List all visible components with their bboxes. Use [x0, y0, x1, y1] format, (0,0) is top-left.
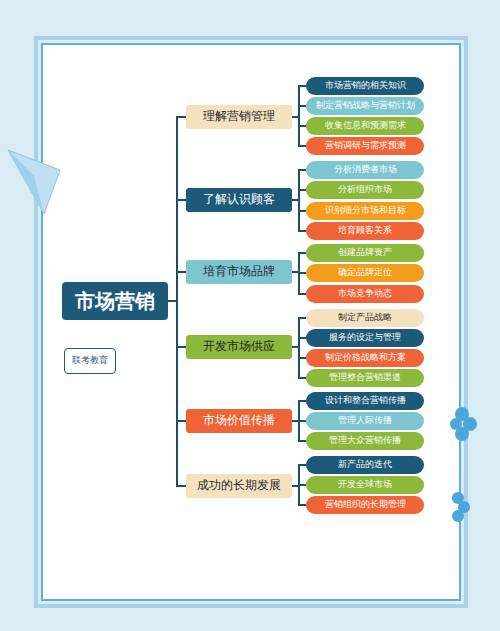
node-label: 联考教育 [72, 356, 108, 366]
node-label: 培育顾客关系 [338, 226, 392, 236]
branch-line [292, 86, 306, 117]
node-label: 管理整合营销渠道 [329, 373, 401, 383]
topic-box: 创建品牌资产 [306, 244, 424, 262]
category-box: 培育市场品牌 [186, 260, 292, 284]
topic-box: 制定价格战略和方案 [306, 349, 424, 367]
topic-box: 分析消费者市场 [306, 161, 424, 179]
outer-frame [36, 38, 466, 606]
node-label: 市场营销的相关知识 [325, 81, 406, 91]
topic-box: 新产品的迭代 [306, 456, 424, 474]
branch-line [168, 272, 186, 301]
category-box: 开发市场供应 [186, 335, 292, 359]
topic-box: 管理整合营销渠道 [306, 369, 424, 387]
branch-line [292, 170, 306, 200]
node-label: 开发市场供应 [203, 340, 275, 353]
topic-box: 识别细分市场和目标 [306, 202, 424, 220]
node-label: 理解营销管理 [203, 110, 275, 123]
panel [42, 44, 460, 600]
node-label: 制定产品战略 [338, 313, 392, 323]
node-label: 管理大众营销传播 [329, 436, 401, 446]
branch-line [292, 421, 306, 441]
node-label: 营销组织的长期管理 [325, 500, 406, 510]
topic-box: 营销调研与需求预测 [306, 137, 424, 155]
category-box: 理解营销管理 [186, 105, 292, 129]
node-label: 市场竞争动态 [338, 289, 392, 299]
node-label: 分析消费者市场 [334, 165, 397, 175]
category-box: 市场价值传播 [186, 409, 292, 433]
branch-line [292, 190, 306, 200]
branch-line [292, 117, 306, 146]
topic-box: 培育顾客关系 [306, 222, 424, 240]
node-label: 确定品牌定位 [338, 268, 392, 278]
branch-line [292, 347, 306, 378]
branch-line [168, 200, 186, 301]
node-label: 了解认识顾客 [203, 193, 275, 206]
branch-line [168, 117, 186, 301]
node-label: 设计和整合营销传播 [325, 396, 406, 406]
topic-box: 市场营销的相关知识 [306, 77, 424, 95]
root-box: 市场营销 [62, 282, 168, 320]
topic-box: 分析组织市场 [306, 181, 424, 199]
node-label: 营销调研与需求预测 [325, 141, 406, 151]
branch-line [168, 301, 186, 486]
node-label: 开发全球市场 [338, 480, 392, 490]
node-label: 管理人际传播 [338, 416, 392, 426]
topic-box: 管理大众营销传播 [306, 432, 424, 450]
paper-plane [8, 150, 60, 214]
branch-line [292, 338, 306, 347]
node-label: 新产品的迭代 [338, 460, 392, 470]
node-label: 市场营销 [75, 290, 155, 312]
flower-decoration [450, 407, 477, 522]
branch-line [292, 465, 306, 486]
branch-line [292, 486, 306, 505]
topic-box: 开发全球市场 [306, 476, 424, 494]
topic-box: 确定品牌定位 [306, 264, 424, 282]
node-label: 制定价格战略和方案 [325, 353, 406, 363]
node-label: 培育市场品牌 [203, 265, 275, 278]
branch-line [292, 106, 306, 117]
branch-line [292, 253, 306, 272]
branch-line [292, 200, 306, 231]
branch-line [292, 401, 306, 421]
topic-box: 设计和整合营销传播 [306, 392, 424, 410]
topic-box: 管理人际传播 [306, 412, 424, 430]
node-label: 服务的设定与管理 [329, 333, 401, 343]
node-label: 收集信息和预测需求 [325, 121, 406, 131]
category-box: 了解认识顾客 [186, 188, 292, 212]
node-label: 制定营销战略与营销计划 [316, 101, 415, 111]
node-label: 成功的长期发展 [197, 479, 281, 492]
node-label: 分析组织市场 [338, 185, 392, 195]
node-label: 创建品牌资产 [338, 248, 392, 258]
topic-box: 制定营销战略与营销计划 [306, 97, 424, 115]
branch-line [292, 272, 306, 294]
topic-box: 服务的设定与管理 [306, 329, 424, 347]
brand-box: 联考教育 [64, 348, 116, 374]
topic-box: 收集信息和预测需求 [306, 117, 424, 135]
branch-line [292, 318, 306, 347]
topic-box: 营销组织的长期管理 [306, 496, 424, 514]
topic-box: 制定产品战略 [306, 309, 424, 327]
topic-box: 市场竞争动态 [306, 285, 424, 303]
node-label: 市场价值传播 [203, 414, 275, 427]
node-label: 识别细分市场和目标 [325, 206, 406, 216]
category-box: 成功的长期发展 [186, 474, 292, 498]
